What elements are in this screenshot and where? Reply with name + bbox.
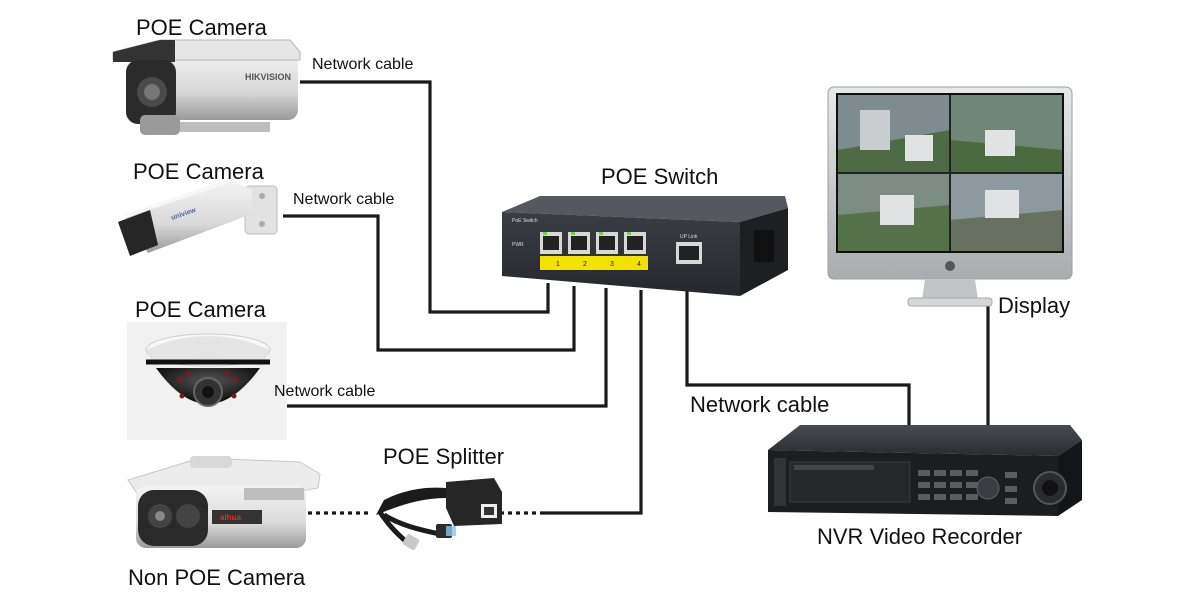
cable-splitter-to-switch-port4 bbox=[540, 290, 643, 515]
switch-power-text: PWR bbox=[512, 242, 524, 248]
camera-brand-text: HIKVISION bbox=[245, 72, 291, 82]
switch-uplink-text: UP Link bbox=[680, 234, 698, 240]
switch-label: POE Switch bbox=[601, 164, 719, 189]
non-poe-camera-icon: alhua bbox=[127, 456, 321, 548]
splitter-label: POE Splitter bbox=[383, 444, 505, 469]
switch-port-strip bbox=[540, 256, 648, 270]
poe-splitter-icon bbox=[376, 478, 502, 550]
nvr-recorder-icon bbox=[768, 425, 1082, 516]
cable-3-label: Network cable bbox=[274, 383, 376, 400]
svg-text:alhua: alhua bbox=[220, 513, 241, 522]
poe-camera-3-dome-icon bbox=[127, 322, 287, 440]
cable-1-label: Network cable bbox=[312, 56, 414, 73]
camera-3-label: POE Camera bbox=[135, 297, 266, 322]
cable-2-label: Network cable bbox=[293, 191, 395, 208]
poe-switch-icon: PoE Switch PWR UP Link 1 2 3 4 bbox=[502, 196, 788, 296]
switch-port-1-number: 1 bbox=[556, 261, 560, 268]
cable-camera1-to-switch-port1 bbox=[300, 80, 550, 314]
cable-4-label: Network cable bbox=[690, 392, 830, 417]
poe-camera-2-icon: uniview bbox=[118, 178, 278, 256]
display-label: Display bbox=[998, 293, 1071, 318]
switch-port-2-number: 2 bbox=[583, 261, 587, 268]
switch-ports bbox=[540, 232, 702, 264]
cable-switch-uplink-to-nvr bbox=[685, 290, 911, 425]
camera-1-label: POE Camera bbox=[136, 15, 267, 40]
poe-camera-1-icon: HIKVISION bbox=[112, 39, 301, 135]
display-monitor-icon bbox=[827, 86, 1073, 307]
switch-port-4-number: 4 bbox=[637, 261, 641, 268]
cable-camera3-to-switch-port3 bbox=[258, 288, 608, 408]
nvr-label: NVR Video Recorder bbox=[817, 524, 1023, 549]
camera-2-label: POE Camera bbox=[133, 159, 264, 184]
switch-model-text: PoE Switch bbox=[512, 218, 538, 224]
monitor-camera-feeds bbox=[838, 95, 1062, 251]
cables bbox=[258, 80, 990, 515]
camera-4-label: Non POE Camera bbox=[128, 565, 306, 590]
cable-camera2-to-switch-port2 bbox=[283, 214, 576, 352]
switch-port-3-number: 3 bbox=[610, 261, 614, 268]
